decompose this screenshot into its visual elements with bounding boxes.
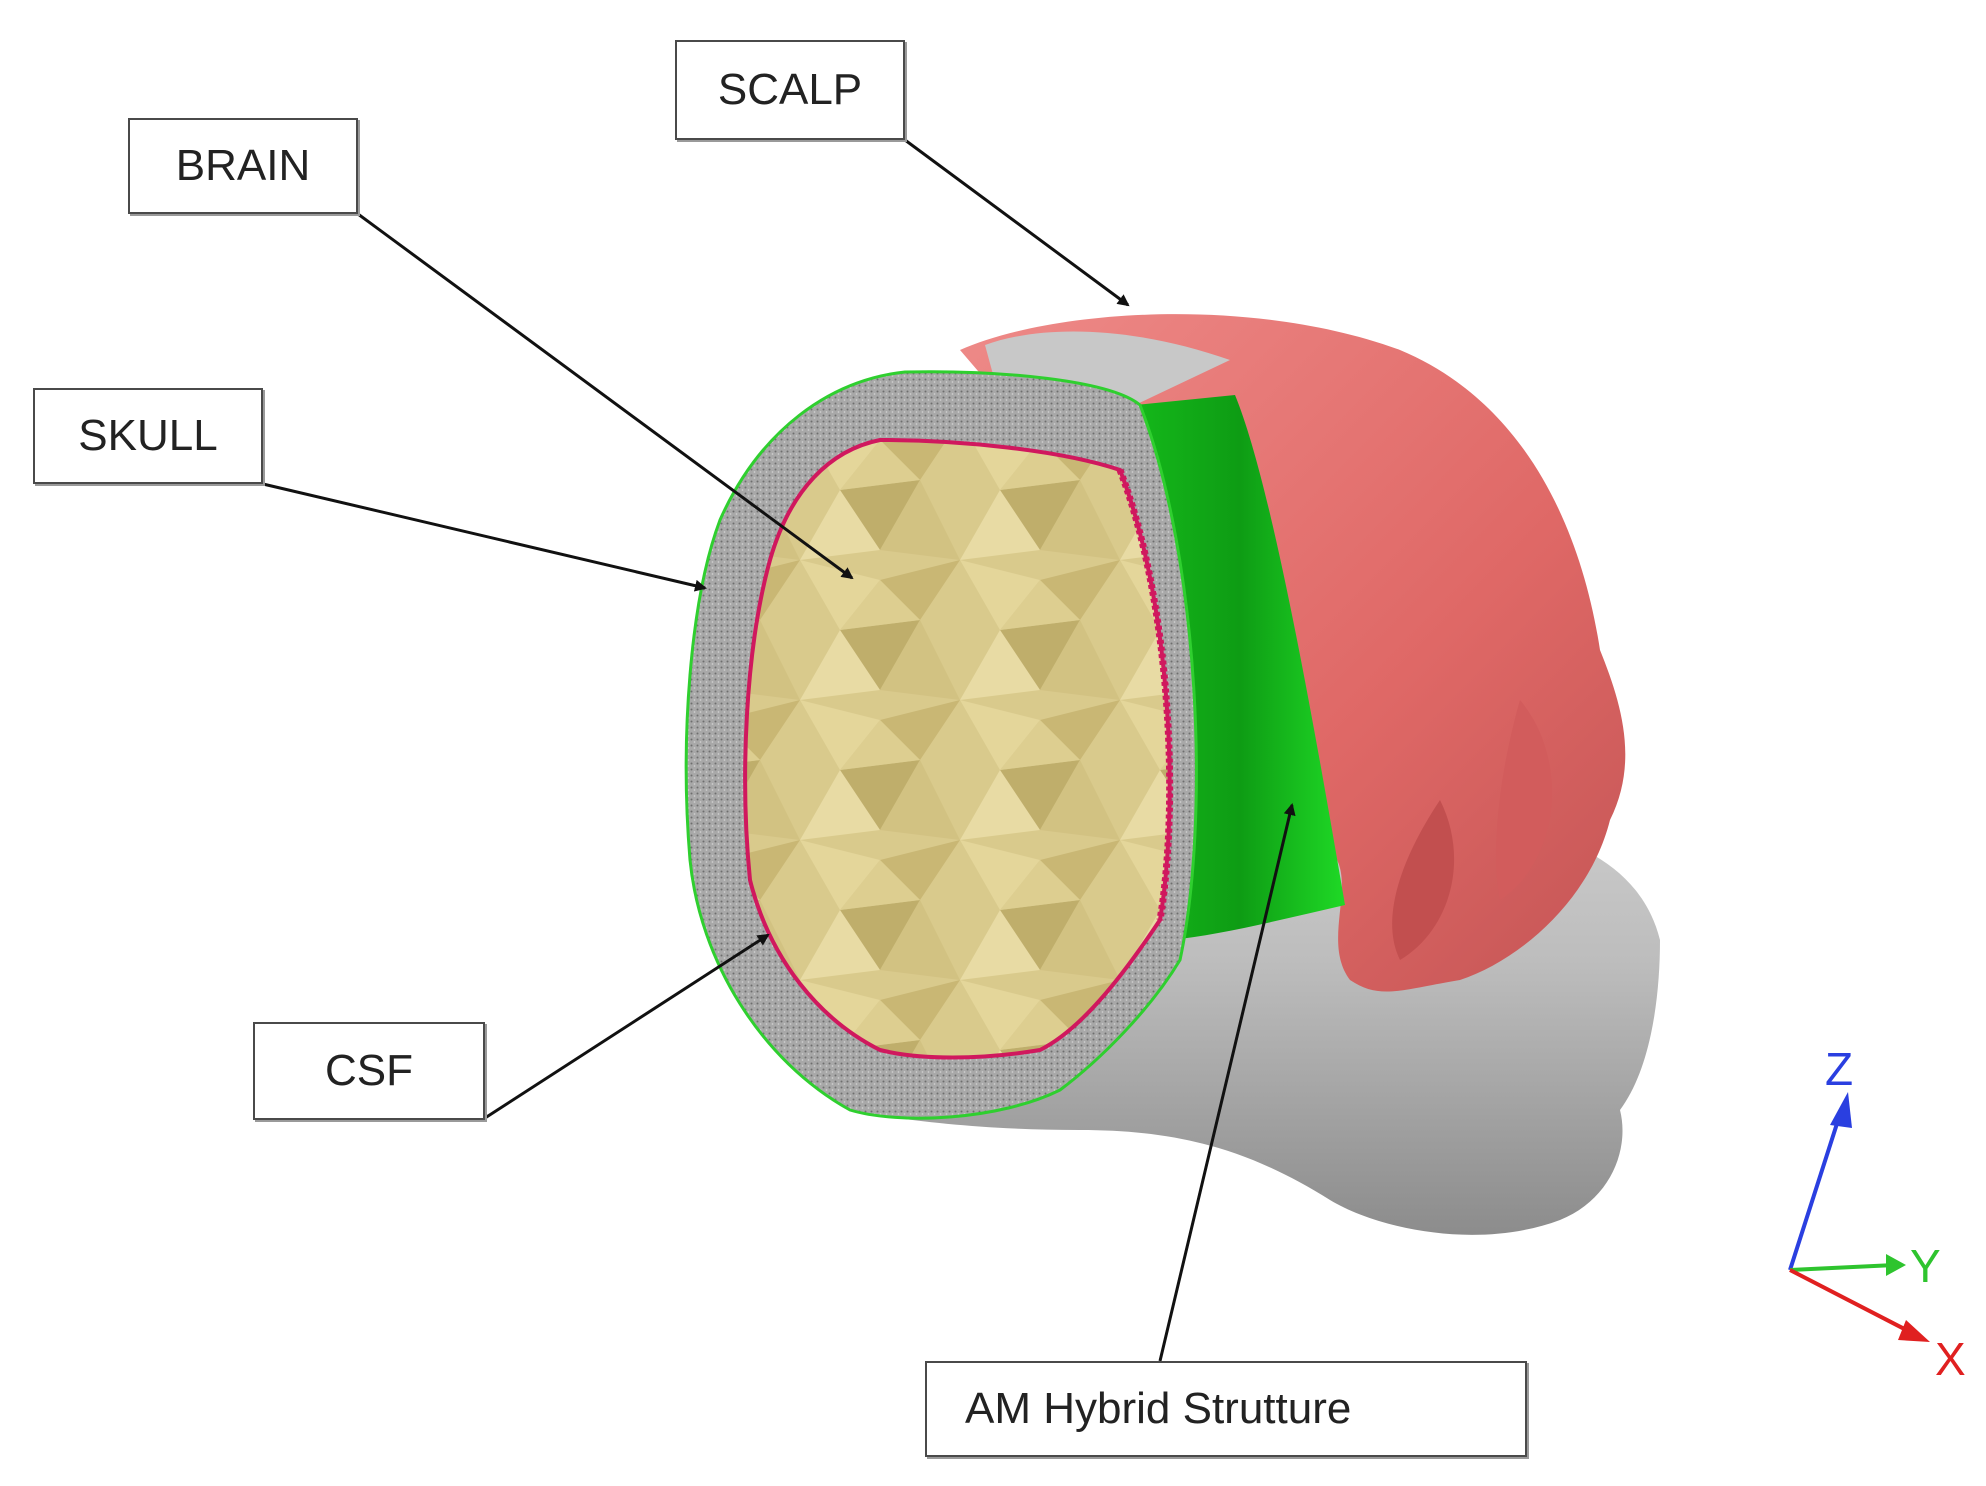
x-axis-label: X xyxy=(1935,1333,1966,1385)
x-axis-arrow xyxy=(1789,1268,1919,1338)
brain-label: BRAIN xyxy=(128,118,358,214)
skull-label: SKULL xyxy=(33,388,263,484)
axis-triad: Z Y X xyxy=(1788,1043,1966,1385)
brain-pointer xyxy=(357,212,854,580)
skull-pointer xyxy=(262,482,707,592)
z-axis-arrow xyxy=(1788,1107,1844,1271)
scalp-pointer xyxy=(904,138,1130,307)
z-axis-arrowhead xyxy=(1830,1092,1852,1128)
z-axis-label: Z xyxy=(1825,1043,1853,1095)
y-axis-arrowhead xyxy=(1886,1254,1906,1276)
brain-section xyxy=(743,437,1172,1060)
am-hybrid-label: AM Hybrid Strutture xyxy=(925,1361,1527,1457)
csf-pointer xyxy=(484,933,770,1120)
y-axis-arrow xyxy=(1789,1263,1896,1272)
y-axis-label: Y xyxy=(1910,1240,1941,1292)
scalp-fold xyxy=(1392,800,1455,960)
x-axis-arrowhead xyxy=(1898,1320,1930,1342)
csf-layer xyxy=(1116,468,1174,921)
csf-label: CSF xyxy=(253,1022,485,1120)
scalp-label: SCALP xyxy=(675,40,905,140)
am-hybrid-pointer xyxy=(1158,803,1296,1362)
scalp-fold xyxy=(1496,700,1553,900)
